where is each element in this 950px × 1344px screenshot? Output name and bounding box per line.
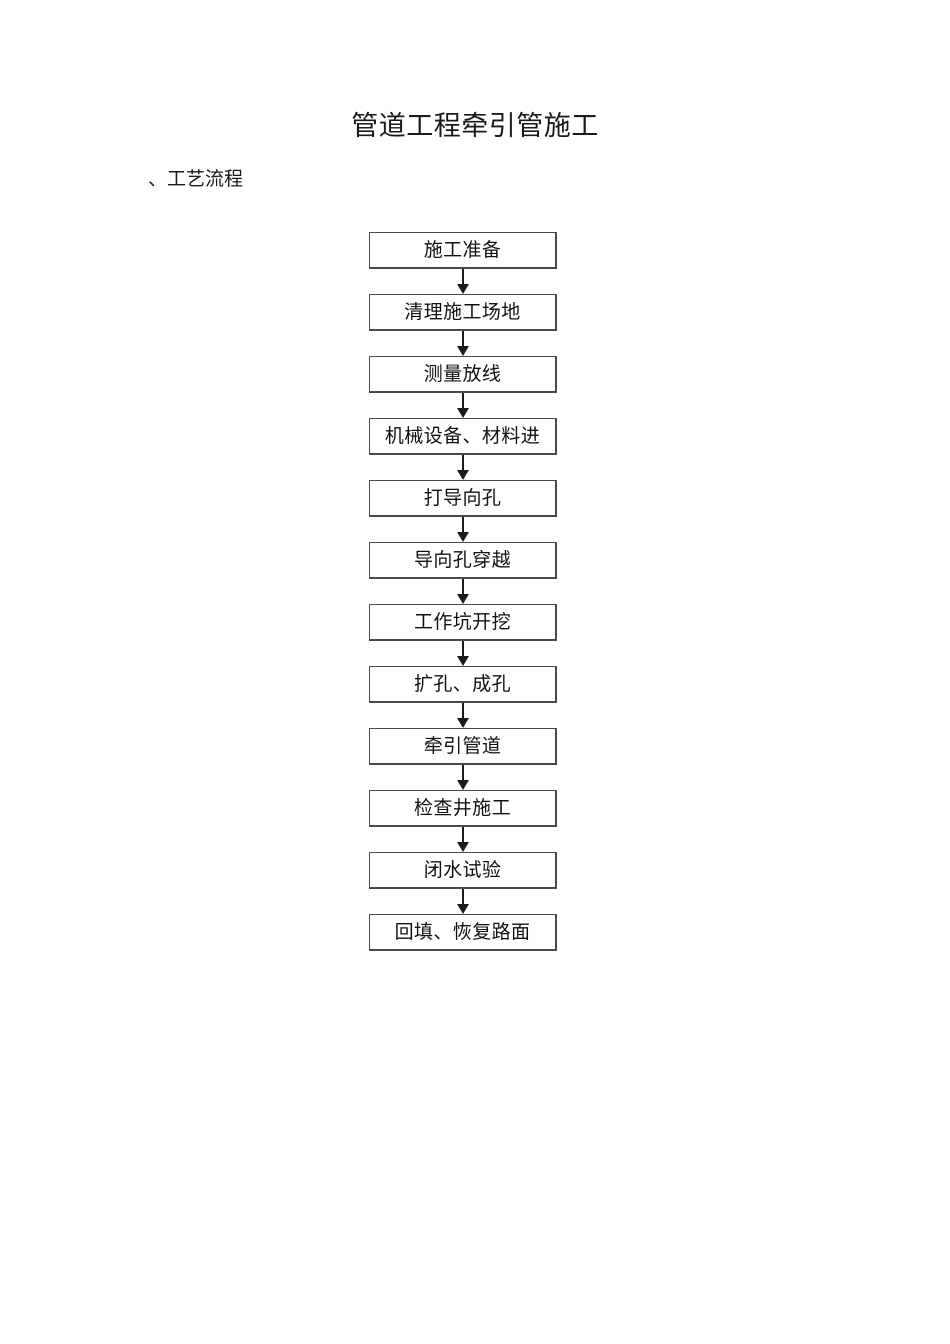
section-heading: 、工艺流程 [148,168,244,190]
arrow-shaft [462,889,464,906]
down-arrow-icon [369,765,557,790]
flow-step-label: 机械设备、材料进 [384,424,541,447]
process-flowchart: 施工准备清理施工场地测量放线机械设备、材料进打导向孔导向孔穿越工作坑开挖扩孔、成… [369,232,557,951]
flow-step: 回填、恢复路面 [369,914,557,951]
flow-step: 工作坑开挖 [369,604,557,641]
arrow-head [457,718,469,728]
down-arrow-icon [369,703,557,728]
flow-step: 检查井施工 [369,790,557,827]
flow-step-label: 扩孔、成孔 [413,672,511,695]
down-arrow-icon [369,889,557,914]
arrow-shaft [462,331,464,348]
flow-step-label: 打导向孔 [423,486,502,509]
flow-step: 打导向孔 [369,480,557,517]
page-title: 管道工程牵引管施工 [351,111,599,142]
arrow-head [457,408,469,418]
flow-step: 牵引管道 [369,728,557,765]
down-arrow-icon [369,517,557,542]
down-arrow-icon [369,827,557,852]
arrow-head [457,656,469,666]
arrow-shaft [462,579,464,596]
down-arrow-icon [369,331,557,356]
flow-step: 导向孔穿越 [369,542,557,579]
arrow-shaft [462,269,464,286]
down-arrow-icon [369,269,557,294]
flow-step-label: 测量放线 [423,362,502,385]
flow-step: 扩孔、成孔 [369,666,557,703]
flow-step: 测量放线 [369,356,557,393]
arrow-shaft [462,455,464,472]
down-arrow-icon [369,393,557,418]
arrow-head [457,346,469,356]
down-arrow-icon [369,455,557,480]
flow-step-label: 工作坑开挖 [413,610,511,633]
arrow-head [457,594,469,604]
flow-step: 机械设备、材料进 [369,418,557,455]
down-arrow-icon [369,641,557,666]
flow-step-label: 闭水试验 [423,858,502,881]
arrow-head [457,470,469,480]
arrow-head [457,842,469,852]
arrow-shaft [462,703,464,720]
arrow-head [457,904,469,914]
arrow-head [457,780,469,790]
arrow-head [457,284,469,294]
flow-step-label: 回填、恢复路面 [394,920,531,943]
flow-step: 闭水试验 [369,852,557,889]
flow-step-label: 牵引管道 [423,734,502,757]
flow-step-label: 施工准备 [423,238,502,261]
flow-step-label: 检查井施工 [413,796,511,819]
flow-step: 施工准备 [369,232,557,269]
arrow-shaft [462,765,464,782]
arrow-shaft [462,393,464,410]
arrow-shaft [462,517,464,534]
down-arrow-icon [369,579,557,604]
flow-step: 清理施工场地 [369,294,557,331]
arrow-shaft [462,827,464,844]
flow-step-label: 导向孔穿越 [413,548,511,571]
flow-step-label: 清理施工场地 [404,300,521,323]
arrow-shaft [462,641,464,658]
arrow-head [457,532,469,542]
